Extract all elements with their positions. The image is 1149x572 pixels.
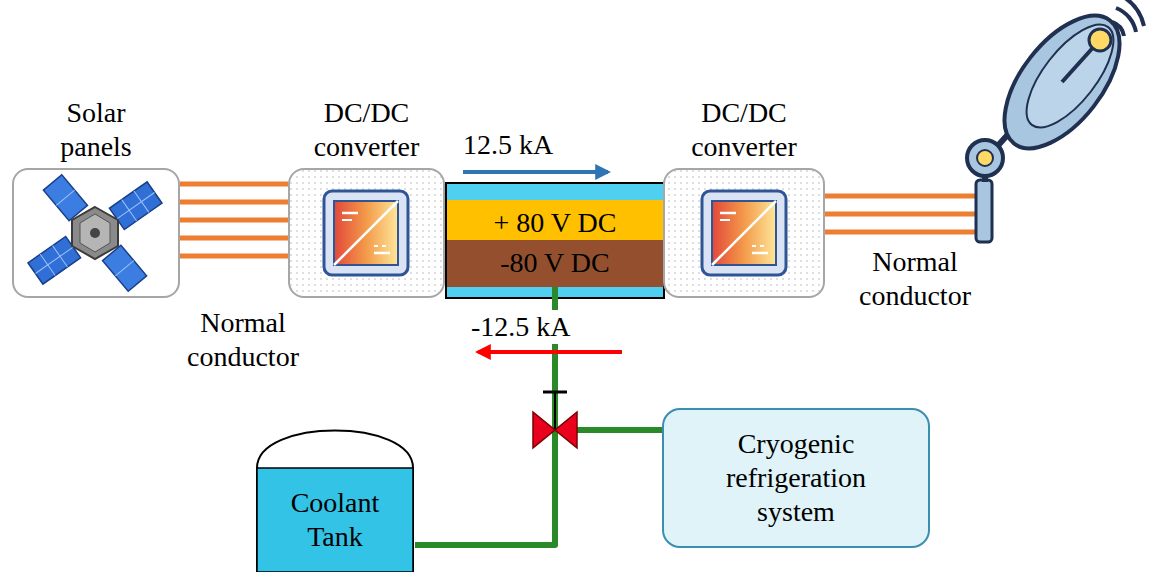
tank-text-area: Coolant Tank (255, 472, 415, 568)
box-ground (13, 169, 179, 297)
box-text: -80 V DC (500, 246, 609, 280)
box-ground (289, 169, 444, 297)
dish-antenna (967, 0, 1144, 242)
normal-conductor-wires (825, 196, 978, 232)
current-label: -12.5 kA (468, 310, 574, 344)
coolant-tank: Coolant Tank (255, 410, 415, 572)
conductor-wire (180, 254, 288, 259)
coolant-pipe (555, 287, 662, 430)
box-text: + 80 V DC (494, 206, 617, 240)
converter-box: DC/DC converter (663, 168, 825, 298)
converter-box: DC/DC converter (288, 168, 445, 298)
conductor-wire (180, 182, 288, 187)
connector (555, 287, 662, 430)
converter-icon (702, 191, 786, 275)
current-arrow (478, 350, 622, 354)
box-text: Coolant Tank (274, 486, 396, 554)
satellite-icon (28, 175, 162, 292)
connector (180, 184, 288, 256)
refrigeration-box: Cryogenic refrigeration system (662, 408, 930, 548)
box-ground (664, 169, 824, 297)
negative-band: -80 V DC (447, 240, 663, 287)
conductor-wire (180, 200, 288, 205)
valve-symbol (533, 392, 577, 448)
conductor-wire (180, 236, 288, 241)
tank-dome (257, 431, 413, 572)
cable-sheath (446, 183, 664, 298)
current-label: 12.5 kA (460, 128, 556, 162)
box-text: Cryogenic refrigeration system (689, 427, 904, 529)
box-heading: DC/DC converter (292, 96, 442, 164)
conductor-label: Normal conductor (834, 245, 996, 313)
box-heading: Solar panels (39, 96, 154, 164)
tank-body (257, 468, 413, 572)
solar-panel-box: Solar panels (12, 168, 180, 298)
conductor-wire (180, 218, 288, 223)
converter-icon (324, 191, 408, 275)
conductor-label: Normal conductor (166, 306, 320, 374)
current-arrow (463, 170, 608, 174)
box-heading: DC/DC converter (669, 96, 819, 164)
